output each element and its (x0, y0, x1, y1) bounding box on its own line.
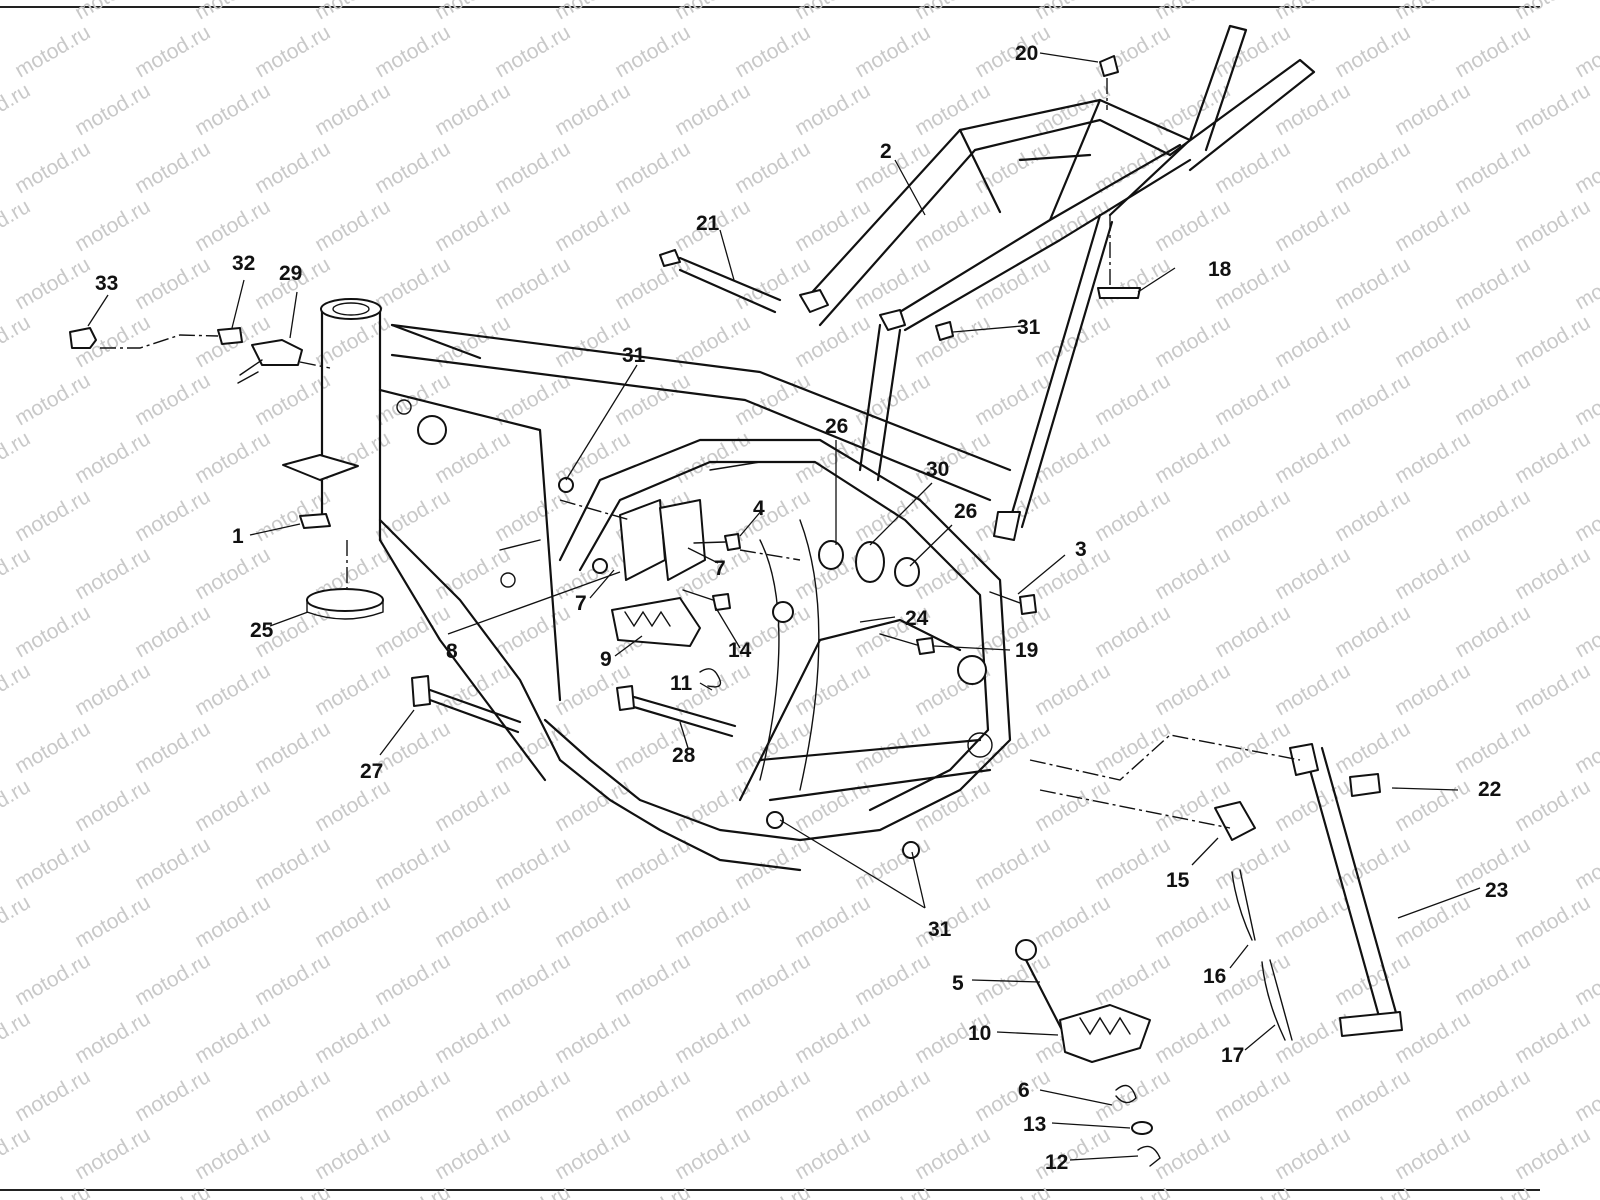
rear-subframe (799, 24, 1316, 541)
callout-12: 12 (1045, 1151, 1068, 1174)
callout-7b: 7 (575, 592, 587, 615)
callout-9: 9 (600, 648, 612, 671)
top-rule (0, 6, 1540, 8)
main-frame (320, 298, 1012, 872)
callout-32: 32 (232, 252, 255, 275)
callout-18: 18 (1208, 258, 1232, 281)
callout-5: 5 (952, 972, 964, 995)
callout-16: 16 (1203, 965, 1226, 988)
callout-7a: 7 (714, 557, 726, 580)
callout-14: 14 (728, 639, 752, 662)
callout-31c: 31 (928, 918, 952, 941)
callout-8: 8 (446, 640, 458, 663)
callout-31a: 31 (622, 344, 646, 367)
leader-lines (87, 52, 1481, 1161)
callout-27: 27 (360, 760, 383, 783)
callout-19: 19 (1015, 639, 1038, 662)
callout-28: 28 (672, 744, 696, 767)
callout-20: 20 (1015, 42, 1038, 65)
callout-4: 4 (753, 497, 765, 520)
assembly-center-lines (100, 78, 1301, 829)
callout-23: 23 (1485, 879, 1508, 902)
callout-22: 22 (1478, 778, 1501, 801)
callout-30: 30 (926, 458, 949, 481)
bottom-rule (0, 1189, 1540, 1191)
callout-24: 24 (905, 607, 929, 630)
callout-11: 11 (670, 672, 693, 695)
callout-26b: 26 (954, 500, 977, 523)
callout-17: 17 (1221, 1044, 1244, 1067)
callout-13: 13 (1023, 1113, 1046, 1136)
callout-33: 33 (95, 272, 118, 295)
callout-15: 15 (1166, 869, 1190, 892)
callout-6: 6 (1018, 1079, 1030, 1102)
callout-25: 25 (250, 619, 274, 642)
loose-parts (69, 55, 1403, 1167)
callout-26a: 26 (825, 415, 848, 438)
callout-10: 10 (968, 1022, 991, 1045)
callout-2: 2 (880, 140, 892, 163)
callout-21: 21 (696, 212, 720, 235)
callout-3: 3 (1075, 538, 1087, 561)
callout-31b: 31 (1017, 316, 1041, 339)
callout-29: 29 (279, 262, 302, 285)
callout-labels: 1 2 3 4 5 6 7 7 8 9 10 11 12 13 14 15 16… (95, 42, 1508, 1174)
callout-1: 1 (232, 525, 244, 548)
